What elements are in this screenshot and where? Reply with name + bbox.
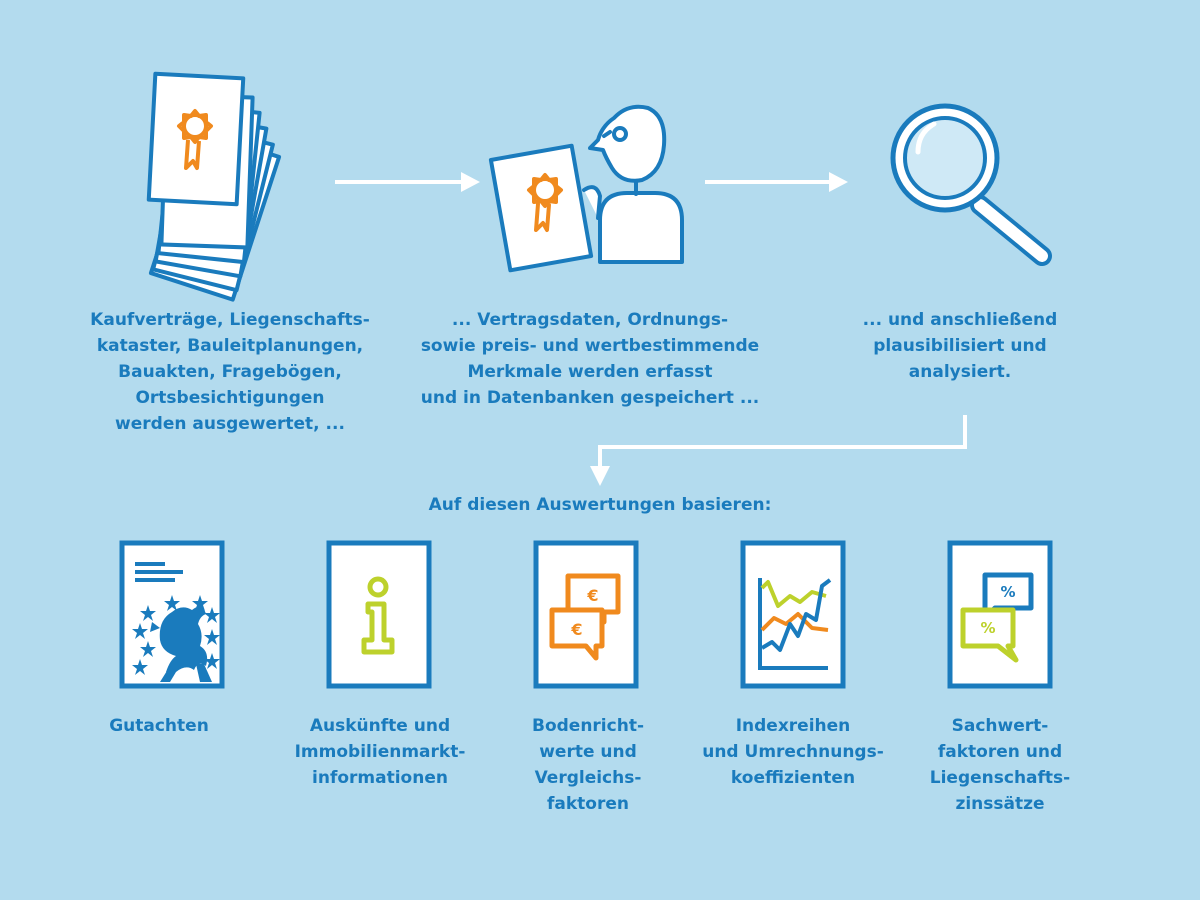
output-label-auskuenfte: Auskünfte und Immobilienmarkt- informati… bbox=[294, 716, 466, 788]
percent-symbol: % bbox=[980, 619, 995, 637]
step-caption-data-capture: ... Vertragsdaten, Ordnungs- sowie preis… bbox=[420, 310, 760, 408]
lion-emblem-icon bbox=[132, 595, 220, 682]
outputs-heading: Auf diesen Auswertungen basieren: bbox=[428, 495, 772, 515]
person-document-icon bbox=[488, 104, 684, 273]
arrow-right-icon bbox=[335, 172, 480, 192]
euro-speech-bubbles-icon: € € bbox=[533, 540, 639, 689]
step-caption-source-documents: Kaufverträge, Liegenschafts- kataster, B… bbox=[90, 310, 370, 434]
output-label-bodenrichtwerte: Bodenricht- werte und Vergleichs- faktor… bbox=[531, 716, 644, 814]
output-label-sachwertfaktoren: Sachwert- faktoren und Liegenschafts- zi… bbox=[929, 716, 1071, 814]
magnifier-icon bbox=[890, 103, 1052, 266]
documents-certificate-icon bbox=[146, 71, 282, 302]
certificate-seal-icon bbox=[527, 173, 563, 232]
percent-symbol: % bbox=[1000, 583, 1015, 601]
step-caption-analysis: ... und anschließend plausibilisiert und… bbox=[862, 310, 1058, 382]
arrow-right-icon bbox=[705, 172, 848, 192]
output-label-gutachten: Gutachten bbox=[109, 716, 209, 736]
output-label-indexreihen: Indexreihen und Umrechnungs- koeffizient… bbox=[702, 716, 884, 788]
info-icon bbox=[326, 540, 432, 689]
percent-speech-bubbles-icon: % % bbox=[947, 540, 1053, 689]
euro-symbol: € bbox=[586, 586, 598, 605]
certificate-seal-icon bbox=[177, 109, 213, 170]
report-lion-icon bbox=[119, 540, 225, 689]
line-chart-icon bbox=[740, 540, 846, 689]
connector-arrow-icon bbox=[590, 415, 967, 486]
euro-symbol: € bbox=[570, 620, 582, 639]
